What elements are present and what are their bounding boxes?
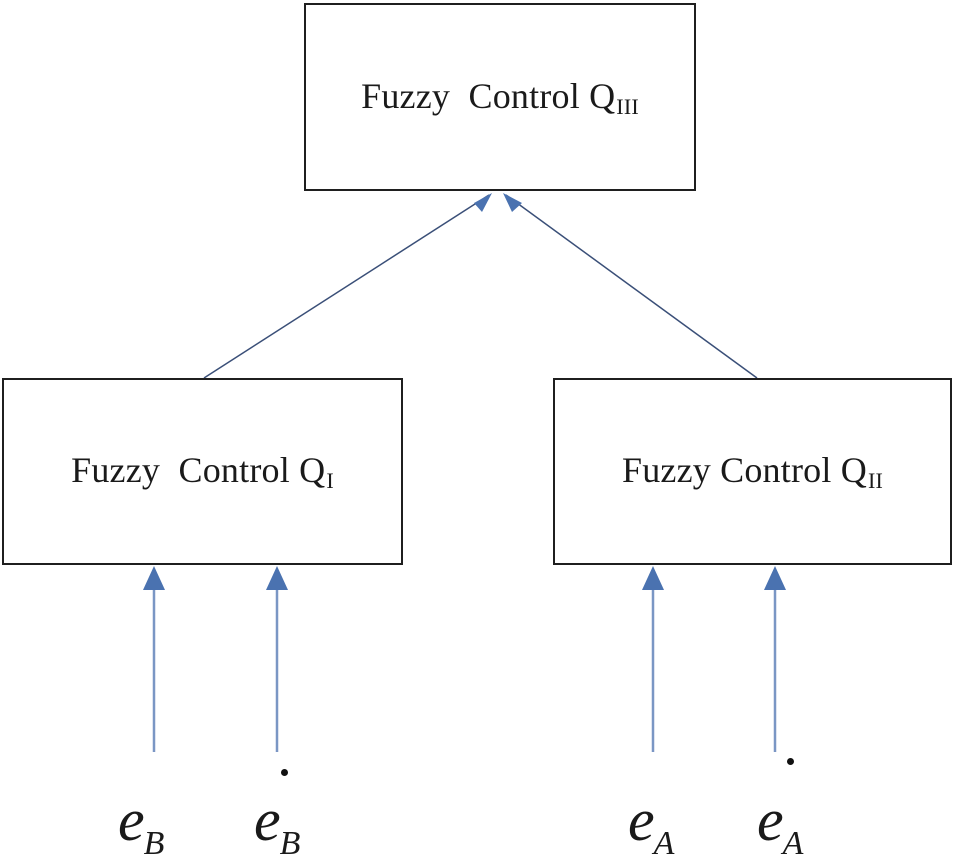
- fuzzy-control-label-q3: Fuzzy Control QIII: [361, 75, 639, 119]
- fuzzy-control-box-q2: Fuzzy Control QII: [553, 378, 952, 565]
- arrowhead-right-to-top: [503, 193, 522, 212]
- derivative-dot-eb: [281, 769, 288, 776]
- fuzzy-control-box-q3: Fuzzy Control QIII: [304, 3, 696, 191]
- fuzzy-control-label-q2: Fuzzy Control QII: [621, 450, 884, 493]
- arrowhead-ea: [642, 566, 664, 590]
- input-label-eb-dot: eB: [254, 787, 301, 862]
- subscript-q1: I: [326, 468, 334, 493]
- arrowhead-eb-dot: [266, 566, 288, 590]
- arrowhead-ea-dot: [764, 566, 786, 590]
- subscript-q2: II: [867, 468, 884, 493]
- connector-right-to-top: [505, 194, 758, 379]
- arrowhead-left-to-top: [474, 193, 492, 212]
- fuzzy-control-label-q1: Fuzzy Control QI: [71, 450, 334, 493]
- derivative-dot-ea: [787, 758, 794, 765]
- connector-left-to-top: [203, 194, 490, 379]
- subscript-q3: III: [616, 93, 639, 119]
- input-label-ea-dot: eA: [757, 787, 804, 862]
- fuzzy-control-box-q1: Fuzzy Control QI: [2, 378, 403, 565]
- arrowhead-eb: [143, 566, 165, 590]
- input-label-ea: eA: [628, 787, 675, 862]
- input-label-eb: eB: [118, 787, 165, 862]
